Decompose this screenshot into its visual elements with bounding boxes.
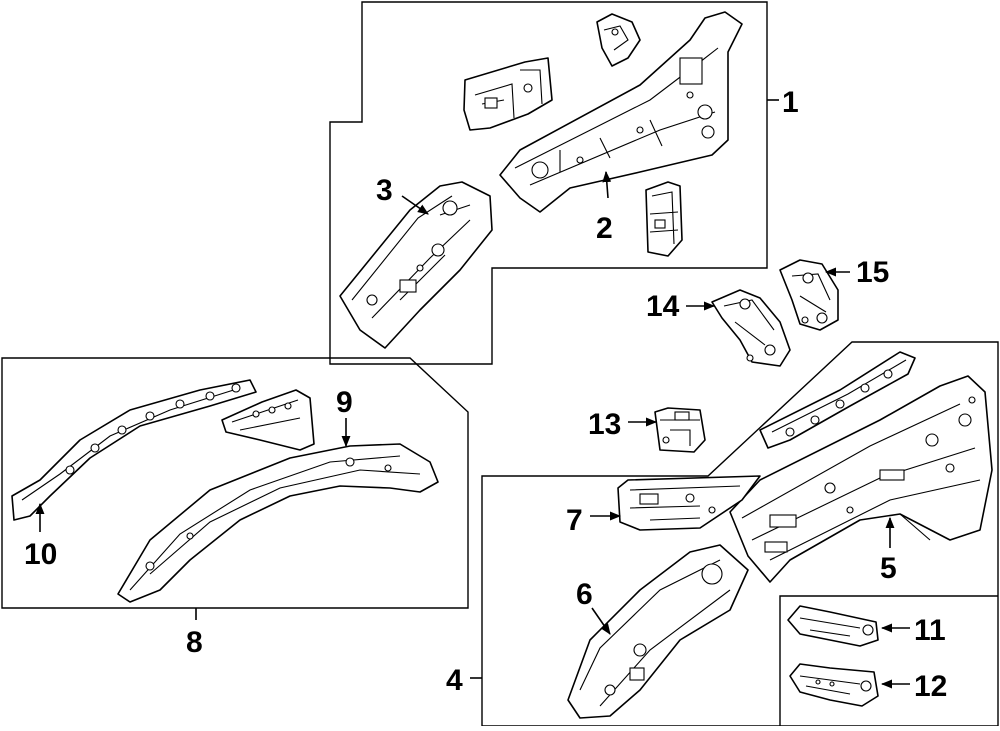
leader-2 — [602, 170, 612, 199]
part-upper-bracket — [596, 13, 641, 67]
callout-10: 10 — [24, 538, 57, 571]
callout-3: 3 — [376, 174, 393, 207]
part-5-lower-rail — [729, 375, 993, 583]
group-1-frame — [329, 1, 768, 365]
callout-14: 14 — [646, 290, 680, 323]
part-small-bracket — [221, 389, 315, 451]
callout-8: 8 — [186, 626, 203, 659]
leader-6 — [591, 607, 611, 635]
part-14-bracket — [711, 289, 791, 367]
part-11-bracket — [787, 605, 879, 647]
callout-15: 15 — [856, 256, 889, 289]
part-12-bracket — [789, 663, 879, 707]
part-15-bracket — [779, 259, 839, 331]
part-side-bracket — [463, 57, 553, 131]
group-8-frame — [1, 357, 469, 609]
callout-5: 5 — [880, 552, 897, 585]
part-2-reinforcement — [645, 181, 683, 257]
part-3-front-apron — [339, 181, 493, 349]
callout-1: 1 — [782, 86, 799, 119]
callout-9: 9 — [336, 386, 353, 419]
callout-13: 13 — [588, 408, 621, 441]
leader-3 — [401, 195, 429, 215]
callout-11: 11 — [914, 614, 946, 647]
part-9-wheelhouse — [117, 443, 439, 603]
callout-7: 7 — [566, 504, 583, 537]
group-11-12-frame — [779, 595, 998, 726]
part-13-bracket — [654, 407, 706, 453]
callout-12: 12 — [914, 670, 947, 703]
callout-2: 2 — [596, 212, 613, 245]
callout-4: 4 — [446, 664, 463, 697]
part-7-bracket — [617, 475, 761, 531]
part-6-apron-lower — [567, 544, 749, 719]
callout-6: 6 — [576, 578, 593, 611]
part-1-upper-rail — [499, 11, 743, 213]
part-upper-strip — [759, 351, 916, 449]
